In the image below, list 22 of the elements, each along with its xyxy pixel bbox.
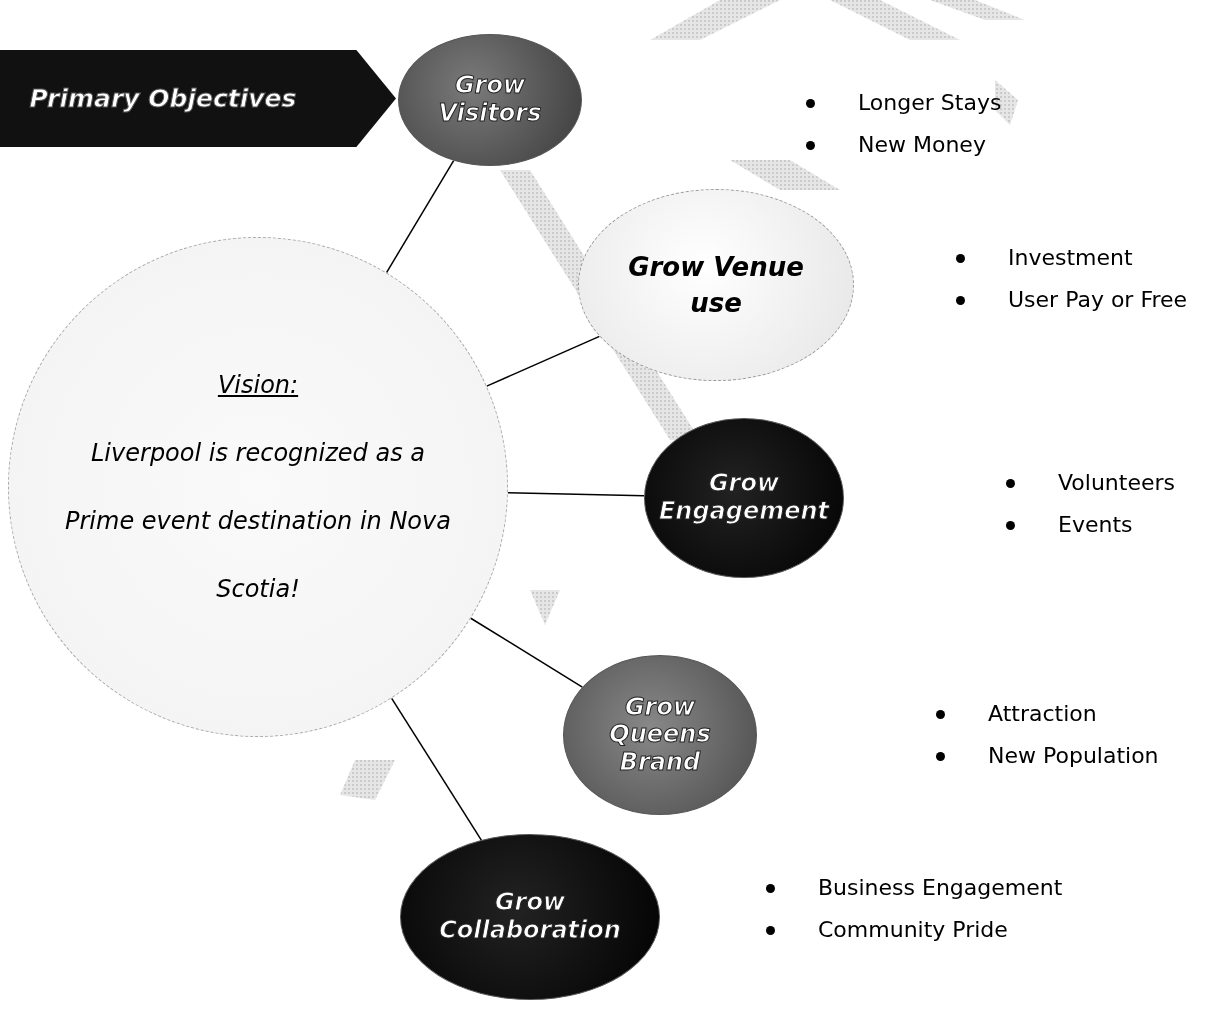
objective-label: Grow Engagement xyxy=(657,470,831,526)
vision-statement: Liverpool is recognized as a Prime event destination in Nova Scotia! xyxy=(64,438,452,605)
connector-line xyxy=(385,159,455,274)
bullet-item: Business Engagement xyxy=(760,867,1063,909)
bullet-item: Longer Stays xyxy=(800,82,1002,124)
connector-line xyxy=(390,697,483,841)
objective-label: Grow Queens Brand xyxy=(608,693,712,777)
objective-label: Grow Venue use xyxy=(627,250,805,320)
banner-title: Primary Objectives xyxy=(29,84,297,113)
connector-line xyxy=(507,491,645,497)
connector-line xyxy=(486,335,601,387)
objective-label: Grow Visitors xyxy=(437,72,543,128)
bullet-item: Attraction xyxy=(930,693,1159,735)
bullet-item: New Money xyxy=(800,124,1002,166)
bullet-item: New Population xyxy=(930,735,1159,777)
bullet-item: Events xyxy=(1000,504,1175,546)
objective-label: Grow Collaboration xyxy=(438,889,622,945)
bullet-item: Community Pride xyxy=(760,909,1063,951)
vision-heading: Vision: xyxy=(216,370,300,401)
bullet-item: Investment xyxy=(950,237,1188,279)
bullet-item: User Pay or Free xyxy=(950,279,1188,321)
bullet-item: Volunteers xyxy=(1000,462,1175,504)
